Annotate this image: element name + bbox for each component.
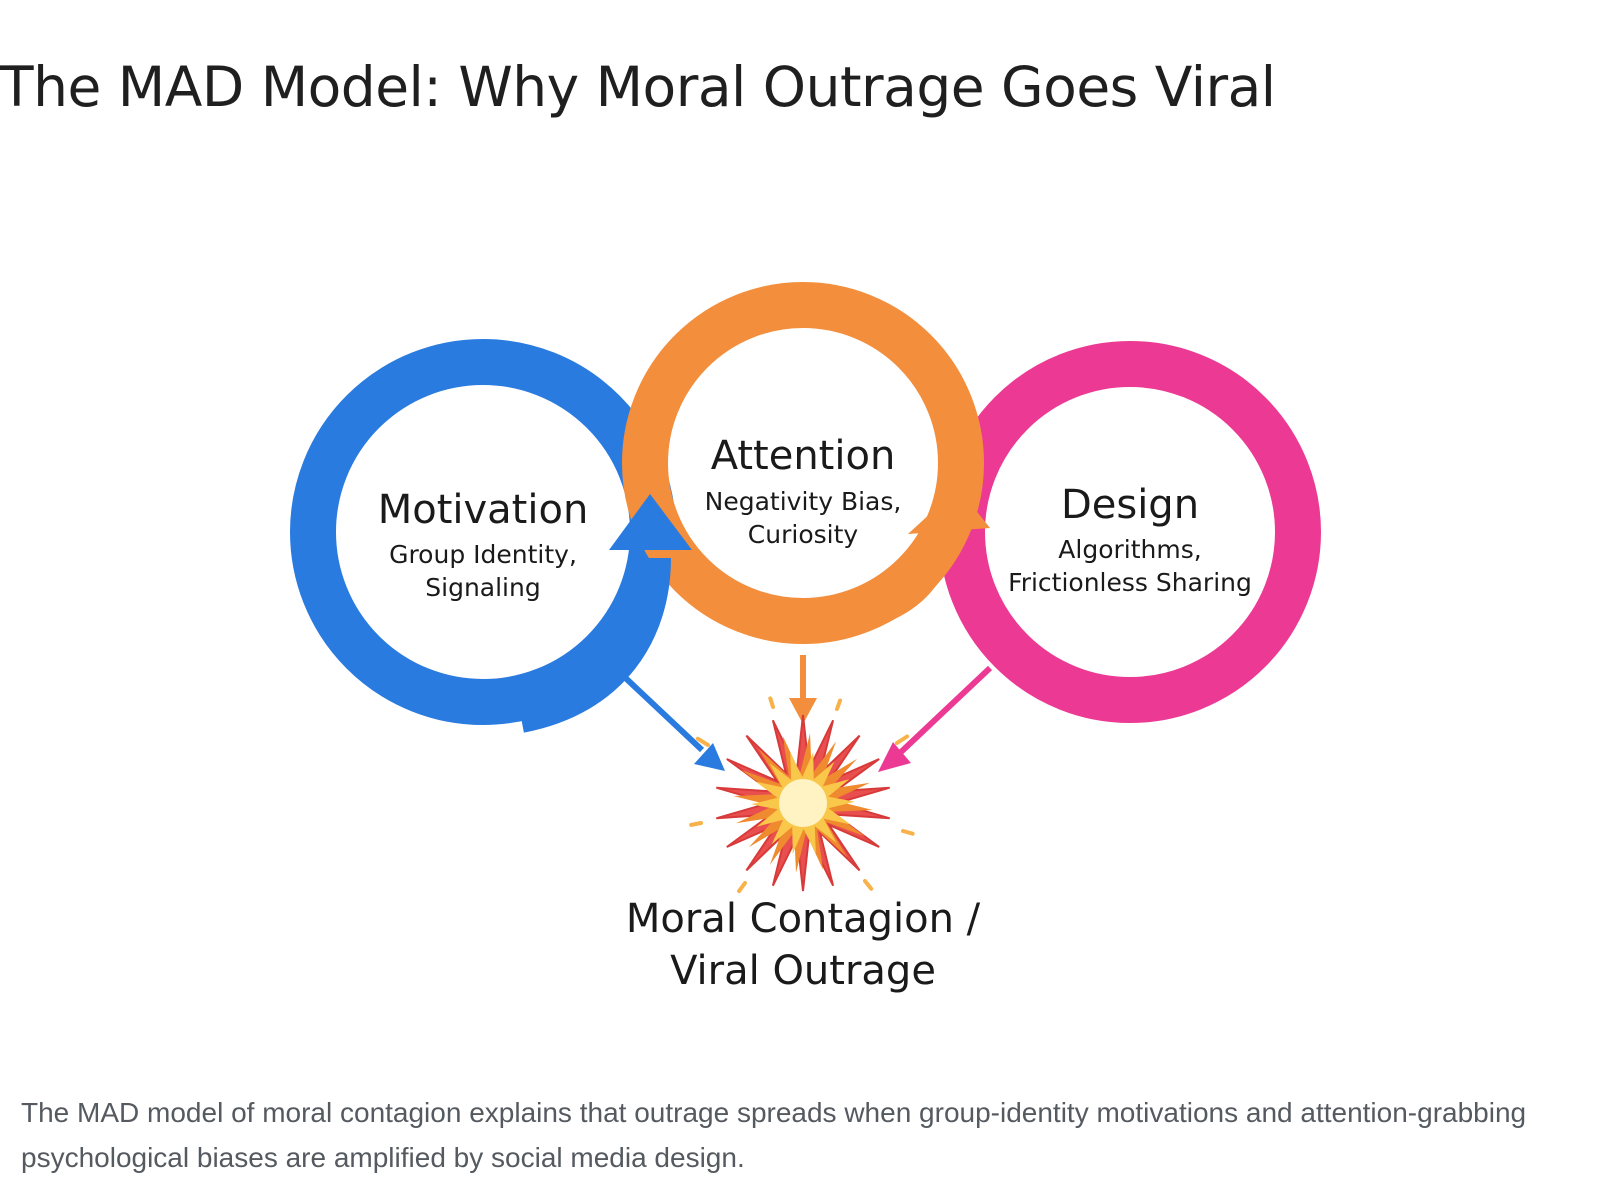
motivation-desc-line-1: Group Identity,: [389, 540, 577, 569]
design-desc-line-1: Algorithms,: [1058, 535, 1201, 564]
attention-label: Attention: [711, 433, 896, 479]
design-label: Design: [1061, 482, 1199, 528]
page-title: The MAD Model: Why Moral Outrage Goes Vi…: [0, 55, 1276, 119]
outcome-label-line-2: Viral Outrage: [670, 948, 936, 994]
attention-desc-line-2: Curiosity: [748, 520, 859, 549]
outcome-label-line-1: Moral Contagion /: [626, 896, 981, 942]
design-desc-line-2: Frictionless Sharing: [1008, 568, 1252, 597]
motivation-to-attention-arrow: [515, 494, 692, 733]
starburst-icon: [689, 696, 915, 894]
figure-caption: The MAD model of moral contagion explain…: [21, 1097, 1527, 1173]
motivation-to-outcome-arrow: [614, 667, 725, 771]
attention-to-outcome-arrow: [789, 655, 817, 724]
attention-desc-line-1: Negativity Bias,: [705, 487, 902, 516]
motivation-desc-line-2: Signaling: [425, 573, 540, 602]
attention-to-design-arrow: [855, 488, 990, 630]
design-to-outcome-arrow: [878, 665, 993, 772]
motivation-label: Motivation: [378, 487, 589, 533]
attention-ring: [622, 282, 984, 644]
